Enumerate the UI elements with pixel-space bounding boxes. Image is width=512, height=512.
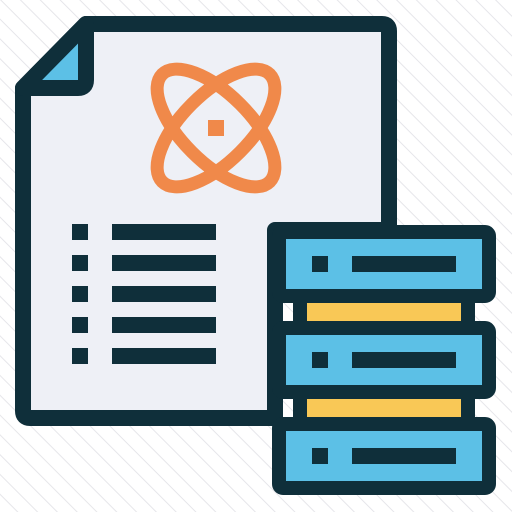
- document-fold-icon: [15, 16, 94, 96]
- list-line: [112, 255, 216, 271]
- list-line: [112, 224, 216, 240]
- atom-orbit-2: [150, 62, 282, 194]
- server-unit: [272, 321, 496, 399]
- server-unit: [272, 225, 496, 303]
- atom-orbit-1: [150, 62, 282, 194]
- list-bullet: [72, 317, 88, 333]
- server-stack-icon: [272, 225, 496, 495]
- list-bullet: [72, 255, 88, 271]
- document-list: [72, 224, 216, 364]
- server-led: [312, 448, 328, 464]
- list-line: [112, 348, 216, 364]
- list-bullet: [72, 348, 88, 364]
- server-led: [312, 256, 328, 272]
- atom-nucleus: [208, 120, 224, 136]
- list-line: [112, 317, 216, 333]
- atom-icon: [150, 62, 282, 194]
- server-unit: [272, 417, 496, 495]
- list-line: [112, 286, 216, 302]
- server-slot: [352, 256, 456, 272]
- list-bullet: [72, 286, 88, 302]
- server-led: [312, 352, 328, 368]
- document-icon: [15, 16, 397, 426]
- server-slot: [352, 352, 456, 368]
- list-bullet: [72, 224, 88, 240]
- server-slot: [352, 448, 456, 464]
